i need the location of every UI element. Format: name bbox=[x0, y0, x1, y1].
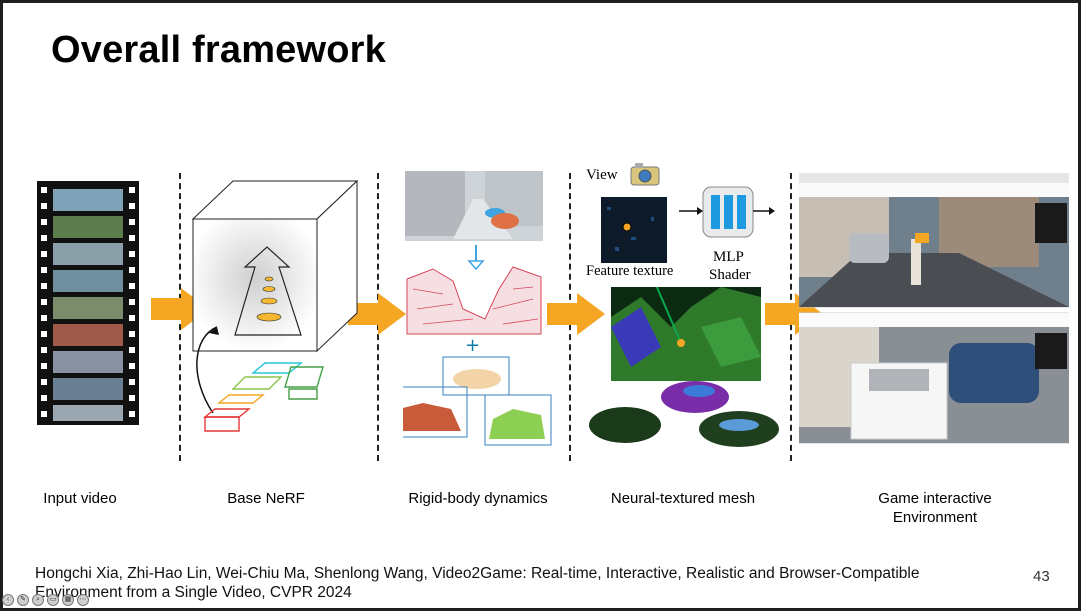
flow-arrow-2 bbox=[348, 293, 406, 335]
citation-text: Hongchi Xia, Zhi-Hao Lin, Wei-Chiu Ma, S… bbox=[35, 565, 920, 601]
feature-texture-label: Feature texture bbox=[586, 263, 674, 279]
page-number: 43 bbox=[1033, 568, 1050, 585]
input-video-filmstrip bbox=[37, 181, 139, 425]
mlp-label: MLP bbox=[713, 249, 744, 265]
neural-textured-mesh-panel: View Feature texture MLP Shader bbox=[583, 159, 783, 459]
pen-icon[interactable]: ✎ bbox=[17, 594, 29, 606]
back-arrow-icon[interactable]: ‹ bbox=[2, 594, 14, 606]
mlp-shader-block bbox=[679, 186, 775, 238]
rigid-body-dynamics-panel: + bbox=[403, 171, 552, 446]
svg-text:+: + bbox=[465, 335, 480, 356]
view-label: View bbox=[586, 167, 618, 183]
slide-title: Overall framework bbox=[51, 29, 387, 71]
neural-mesh-render bbox=[611, 287, 761, 381]
camera-icon bbox=[630, 163, 660, 186]
stage-label-rigid-body: Rigid-body dynamics bbox=[408, 490, 548, 507]
game-environment-screenshots bbox=[799, 173, 1069, 444]
captions-icon[interactable]: ▭ bbox=[47, 594, 59, 606]
feature-texture-image bbox=[601, 197, 667, 263]
neural-car-meshes bbox=[589, 381, 779, 447]
stage-label-game-environment: Game interactive Environment bbox=[878, 490, 992, 526]
more-icon[interactable]: ⋯ bbox=[77, 594, 89, 606]
stage-label-neural-mesh: Neural-textured mesh bbox=[610, 490, 756, 507]
grid-icon[interactable]: ▦ bbox=[62, 594, 74, 606]
stage-label-base-nerf: Base NeRF bbox=[227, 490, 305, 507]
base-nerf-cube bbox=[191, 179, 359, 432]
presentation-toolbar: ‹ ✎ ⌕ ▭ ▦ ⋯ bbox=[2, 594, 89, 606]
flow-arrow-3 bbox=[547, 293, 605, 335]
stage-label-input-video: Input video bbox=[43, 490, 117, 507]
slide: Overall framework bbox=[3, 3, 1078, 608]
shader-label: Shader bbox=[709, 267, 751, 283]
search-icon[interactable]: ⌕ bbox=[32, 594, 44, 606]
